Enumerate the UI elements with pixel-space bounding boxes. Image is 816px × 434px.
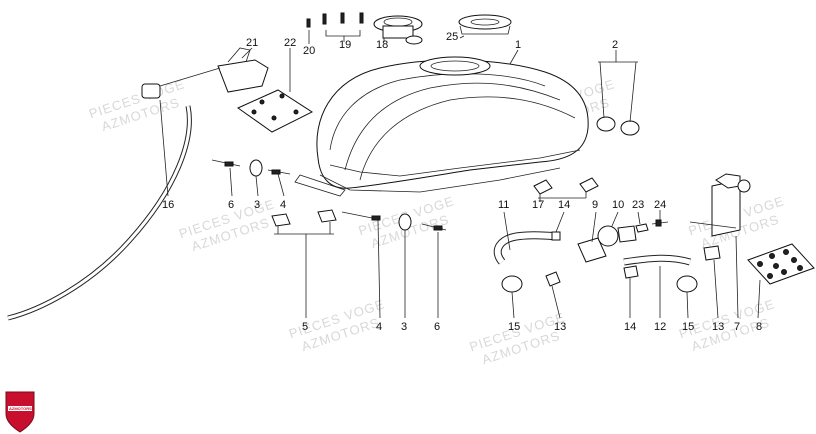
callout-21: 21 xyxy=(246,37,258,49)
clamps xyxy=(545,231,721,287)
caps xyxy=(501,275,698,293)
leader-lines xyxy=(159,30,761,319)
bolts xyxy=(635,219,669,233)
grommets xyxy=(596,116,640,136)
fuel-cap-ring xyxy=(458,14,512,35)
callout-1: 1 xyxy=(515,39,521,51)
callout-16: 16 xyxy=(162,199,174,211)
callout-24: 24 xyxy=(654,199,666,211)
az-logo: AZMOTORS xyxy=(5,391,35,433)
screws xyxy=(306,12,364,28)
fuel-pump-float xyxy=(141,47,269,99)
drain-hose xyxy=(493,231,556,265)
callout-22: 22 xyxy=(284,37,296,49)
callout-14: 14 xyxy=(558,199,570,211)
callout-18: 18 xyxy=(376,39,388,51)
callout-2: 2 xyxy=(612,39,618,51)
callout-15: 15 xyxy=(508,321,520,333)
callout-4: 4 xyxy=(376,321,382,333)
fuel-filter xyxy=(577,225,637,263)
logo-text: AZMOTORS xyxy=(9,406,32,411)
callout-13: 13 xyxy=(712,321,724,333)
callout-8: 8 xyxy=(756,321,762,333)
callout-25: 25 xyxy=(446,31,458,43)
mounting-bracket xyxy=(689,173,751,237)
breather-hose xyxy=(623,254,692,266)
callout-9: 9 xyxy=(592,199,598,211)
fuel-cap xyxy=(373,15,423,45)
callout-23: 23 xyxy=(632,199,644,211)
callout-12: 12 xyxy=(654,321,666,333)
hose xyxy=(7,105,192,321)
callout-11: 11 xyxy=(498,199,509,211)
callout-labels: 1 2 3 3 4 4 5 6 6 7 8 9 10 11 12 13 13 1… xyxy=(162,31,762,333)
callout-4: 4 xyxy=(280,199,286,211)
callout-15: 15 xyxy=(682,321,694,333)
callout-3: 3 xyxy=(254,199,260,211)
callout-20: 20 xyxy=(303,45,315,57)
callout-19: 19 xyxy=(339,39,351,51)
left-fasteners xyxy=(211,159,447,231)
callout-17: 17 xyxy=(532,199,544,211)
gasket-plate xyxy=(236,89,314,133)
callout-7: 7 xyxy=(734,321,740,333)
callout-6: 6 xyxy=(434,321,440,333)
callout-10: 10 xyxy=(612,199,624,211)
callout-14: 14 xyxy=(624,321,636,333)
callout-6: 6 xyxy=(228,199,234,211)
cushions xyxy=(533,177,599,195)
fuel-tank xyxy=(294,56,589,197)
callout-3: 3 xyxy=(401,321,407,333)
foam-plate xyxy=(747,243,815,285)
callout-5: 5 xyxy=(302,321,308,333)
callout-13: 13 xyxy=(554,321,566,333)
